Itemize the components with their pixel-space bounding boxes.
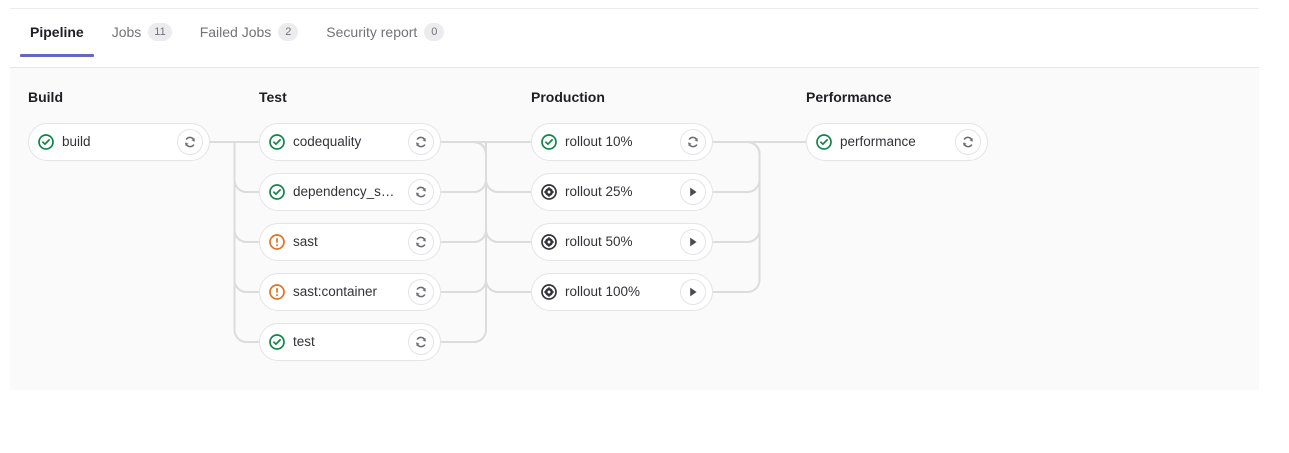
retry-icon[interactable] <box>680 129 706 155</box>
tab-label: Security report <box>326 24 418 40</box>
retry-icon[interactable] <box>177 129 203 155</box>
job-card[interactable]: sast <box>259 223 441 261</box>
job-card[interactable]: performance <box>806 123 988 161</box>
job-name: rollout 100% <box>565 284 641 299</box>
job-name: codequality <box>293 134 362 149</box>
status-warning-icon <box>269 234 285 250</box>
job-name: rollout 50% <box>565 234 633 249</box>
tab-badge: 2 <box>278 23 299 41</box>
job-card[interactable]: build <box>28 123 210 161</box>
job-card[interactable]: rollout 50% <box>531 223 713 261</box>
job-card[interactable]: rollout 100% <box>531 273 713 311</box>
stage-title: Build <box>28 89 63 105</box>
job-name: test <box>293 334 315 349</box>
tab-jobs[interactable]: Jobs 11 <box>102 22 182 56</box>
status-success-icon <box>38 134 54 150</box>
status-success-icon <box>269 134 285 150</box>
play-icon[interactable] <box>680 179 706 205</box>
status-success-icon <box>269 334 285 350</box>
job-name: dependency_s… <box>293 184 395 199</box>
tab-badge: 0 <box>424 23 445 41</box>
play-icon[interactable] <box>680 279 706 305</box>
stage-title: Production <box>531 89 605 105</box>
retry-icon[interactable] <box>408 129 434 155</box>
status-success-icon <box>269 184 285 200</box>
retry-icon[interactable] <box>408 329 434 355</box>
job-name: rollout 25% <box>565 184 633 199</box>
job-name: sast <box>293 234 318 249</box>
job-card[interactable]: dependency_s… <box>259 173 441 211</box>
job-card[interactable]: test <box>259 323 441 361</box>
pipeline-stage-test: Test codequality dependency_s…sast sast:con… <box>259 68 477 390</box>
job-name: build <box>62 134 91 149</box>
tab-label: Jobs <box>111 24 142 40</box>
job-card[interactable]: codequality <box>259 123 441 161</box>
tab-label: Failed Jobs <box>199 24 272 40</box>
pipeline-stage-production: Production rollout 10% rollout 25% rollout … <box>531 68 749 390</box>
status-manual-icon <box>541 184 557 200</box>
tab-pipeline[interactable]: Pipeline <box>20 22 94 57</box>
job-card[interactable]: rollout 25% <box>531 173 713 211</box>
status-success-icon <box>816 134 832 150</box>
retry-icon[interactable] <box>408 229 434 255</box>
stage-title: Performance <box>806 89 892 105</box>
tab-failed-jobs[interactable]: Failed Jobs 2 <box>190 22 309 56</box>
retry-icon[interactable] <box>408 179 434 205</box>
play-icon[interactable] <box>680 229 706 255</box>
job-card[interactable]: rollout 10% <box>531 123 713 161</box>
pipeline-stage-performance: Performance performance <box>806 68 1024 390</box>
tab-label: Pipeline <box>30 24 84 40</box>
retry-icon[interactable] <box>955 129 981 155</box>
tab-badge: 11 <box>148 23 172 41</box>
status-manual-icon <box>541 234 557 250</box>
pipeline-graph: Build build Test codequality dependency_s…sa… <box>10 68 1259 390</box>
job-name: performance <box>840 134 916 149</box>
status-warning-icon <box>269 284 285 300</box>
pipeline-tab-bar: Pipeline Jobs 11 Failed Jobs 2 Security repor… <box>10 22 1259 68</box>
job-name: rollout 10% <box>565 134 633 149</box>
stage-title: Test <box>259 89 287 105</box>
pipeline-stage-build: Build build <box>28 68 246 390</box>
job-name: sast:container <box>293 284 378 299</box>
status-manual-icon <box>541 284 557 300</box>
status-success-icon <box>541 134 557 150</box>
retry-icon[interactable] <box>408 279 434 305</box>
tab-security-report[interactable]: Security report 0 <box>316 22 454 56</box>
job-card[interactable]: sast:container <box>259 273 441 311</box>
top-divider <box>10 8 1259 9</box>
